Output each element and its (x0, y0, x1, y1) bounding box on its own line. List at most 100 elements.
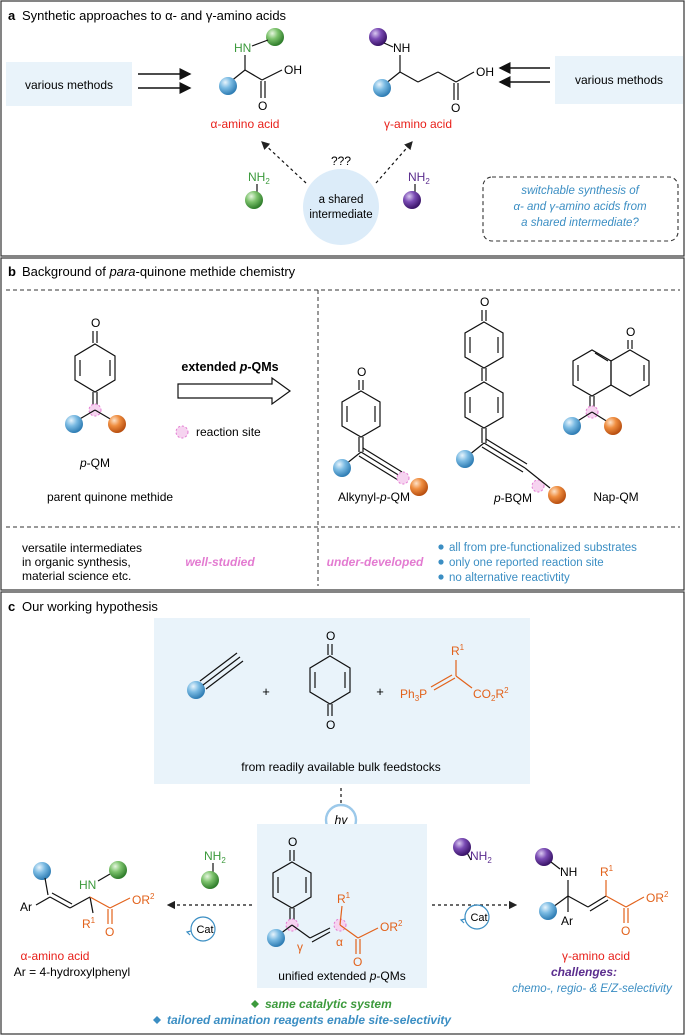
purple-ball (369, 28, 387, 46)
alpha-amino-acid-label: α-amino acid (211, 117, 280, 131)
napqm-structure: O (563, 325, 650, 435)
alkynyl-pqm-label: Alkynyl-p-QM (338, 490, 410, 504)
green-ball (109, 861, 127, 879)
r1-sup: 1 (609, 864, 614, 873)
nh2-sub: 2 (487, 856, 492, 865)
panel-a-frame (0, 0, 685, 257)
panel-a-title: Synthetic approaches to α- and γ-amino a… (22, 8, 287, 23)
alkynyl-post: -QM (387, 490, 410, 504)
alpha-amino-acid-structure: HN OH O (219, 28, 302, 113)
plus-sign: + (376, 684, 384, 699)
o-label: O (621, 924, 630, 938)
feedstocks-label: from readily available bulk feedstocks (241, 760, 440, 774)
purple-ball (453, 838, 471, 856)
blue-ball (456, 450, 474, 468)
or-text: OR (132, 893, 150, 907)
various-methods-right-box (555, 56, 683, 104)
blue-ball (539, 902, 557, 920)
unified-post: -QMs (376, 969, 405, 983)
r-text: R (495, 687, 504, 701)
bullet-item: only one reported reaction site (449, 557, 604, 569)
or-sup: 2 (398, 919, 403, 928)
alkyne-structure (187, 652, 244, 699)
shared-label-2: intermediate (309, 209, 372, 221)
pqm-label: p-QM (79, 456, 110, 470)
nh2-purple-reagent: NH2 (453, 838, 492, 865)
nh2-text: NH (408, 170, 425, 184)
blue-ball (373, 79, 391, 97)
purple-ball (535, 848, 553, 866)
ar-label: Ar (20, 900, 32, 914)
r1-sup: 1 (460, 643, 465, 652)
co-text: CO (473, 687, 491, 701)
note-2-text: tailored amination reagents enable site-… (167, 1013, 452, 1027)
pqm-label-italic: p (79, 456, 87, 470)
nh2-text: NH (470, 849, 487, 863)
orange-ball (108, 415, 126, 433)
extended-pre: extended (181, 360, 239, 374)
panel-c-frame (0, 591, 685, 1035)
versatile-line-1: versatile intermediates (22, 541, 142, 555)
svg-text:OR2: OR2 (132, 892, 155, 907)
hv-label: hv (335, 813, 349, 827)
extended-pqms-label: extended p-QMs (181, 360, 278, 374)
svg-text:Ph3P: Ph3P (400, 687, 427, 703)
challenges-label: challenges: (551, 965, 617, 979)
question-line-3: a shared intermediate? (521, 217, 639, 229)
panel-b-frame (0, 257, 685, 591)
or-sup: 2 (664, 890, 669, 899)
well-studied-label: well-studied (185, 555, 255, 569)
blue-ball (33, 862, 51, 880)
nh2-text: NH (248, 170, 265, 184)
nh2-sub: 2 (425, 177, 430, 186)
cat-label: Cat (470, 912, 487, 924)
hn-label: HN (79, 878, 96, 892)
o-label: O (258, 99, 267, 113)
o-label: O (326, 718, 335, 732)
shared-intermediate-circle (303, 169, 379, 245)
ar-label: Ar (561, 914, 573, 928)
pbqm-italic: p (493, 491, 501, 505)
question-box (482, 176, 679, 242)
bullet-item: no alternative reactivtity (449, 572, 570, 584)
bullet-item: all from pre-functionalized substrates (449, 542, 637, 554)
alkynyl-pre: Alkynyl- (338, 490, 380, 504)
svg-text:R1: R1 (600, 864, 614, 879)
hn-label: HN (234, 41, 251, 55)
or-text: OR (646, 891, 664, 905)
o-label: O (105, 925, 114, 939)
blue-ball (65, 415, 83, 433)
blue-ball (333, 459, 351, 477)
reaction-site-label: reaction site (196, 425, 261, 439)
panel-c-title: Our working hypothesis (22, 599, 158, 614)
r1-text: R (82, 917, 91, 931)
bullet-list: all from pre-functionalized substrates o… (438, 542, 637, 584)
panel-c-letter: c (8, 599, 15, 614)
svg-text:NH2: NH2 (248, 170, 270, 186)
o-label: O (357, 365, 366, 379)
open-arrow (177, 376, 292, 406)
panel-b-title-post: -quinone methide chemistry (135, 264, 295, 279)
nh2-green-reagent: NH2 (201, 849, 226, 889)
svg-text:NH2: NH2 (470, 849, 492, 865)
r1-text: R (451, 644, 460, 658)
bullet-dot (438, 544, 444, 550)
gamma-position: γ (297, 940, 303, 954)
svg-text:OR2: OR2 (380, 919, 403, 934)
ar-definition: Ar = 4-hydroxylphenyl (14, 965, 130, 979)
diamond-bullet (251, 1000, 259, 1008)
green-ball (201, 871, 219, 889)
cat-label: Cat (196, 924, 213, 936)
nh2-sub: 2 (265, 177, 270, 186)
o-label: O (451, 101, 460, 115)
unified-pre: unified extended (278, 969, 369, 983)
gamma-product-structure: NH Ar R1 OR2 O (535, 848, 669, 938)
svg-text:R1: R1 (451, 643, 465, 658)
panel-b-title-italic: para (108, 264, 135, 279)
nh2-sub: 2 (221, 856, 226, 865)
ylide-structure: R1 Ph3P CO2R2 (400, 643, 509, 703)
extended-italic: p (239, 360, 248, 374)
o-label: O (91, 316, 100, 330)
nh2-green-reagent: NH2 (245, 170, 270, 209)
nh2-text: NH (204, 849, 221, 863)
